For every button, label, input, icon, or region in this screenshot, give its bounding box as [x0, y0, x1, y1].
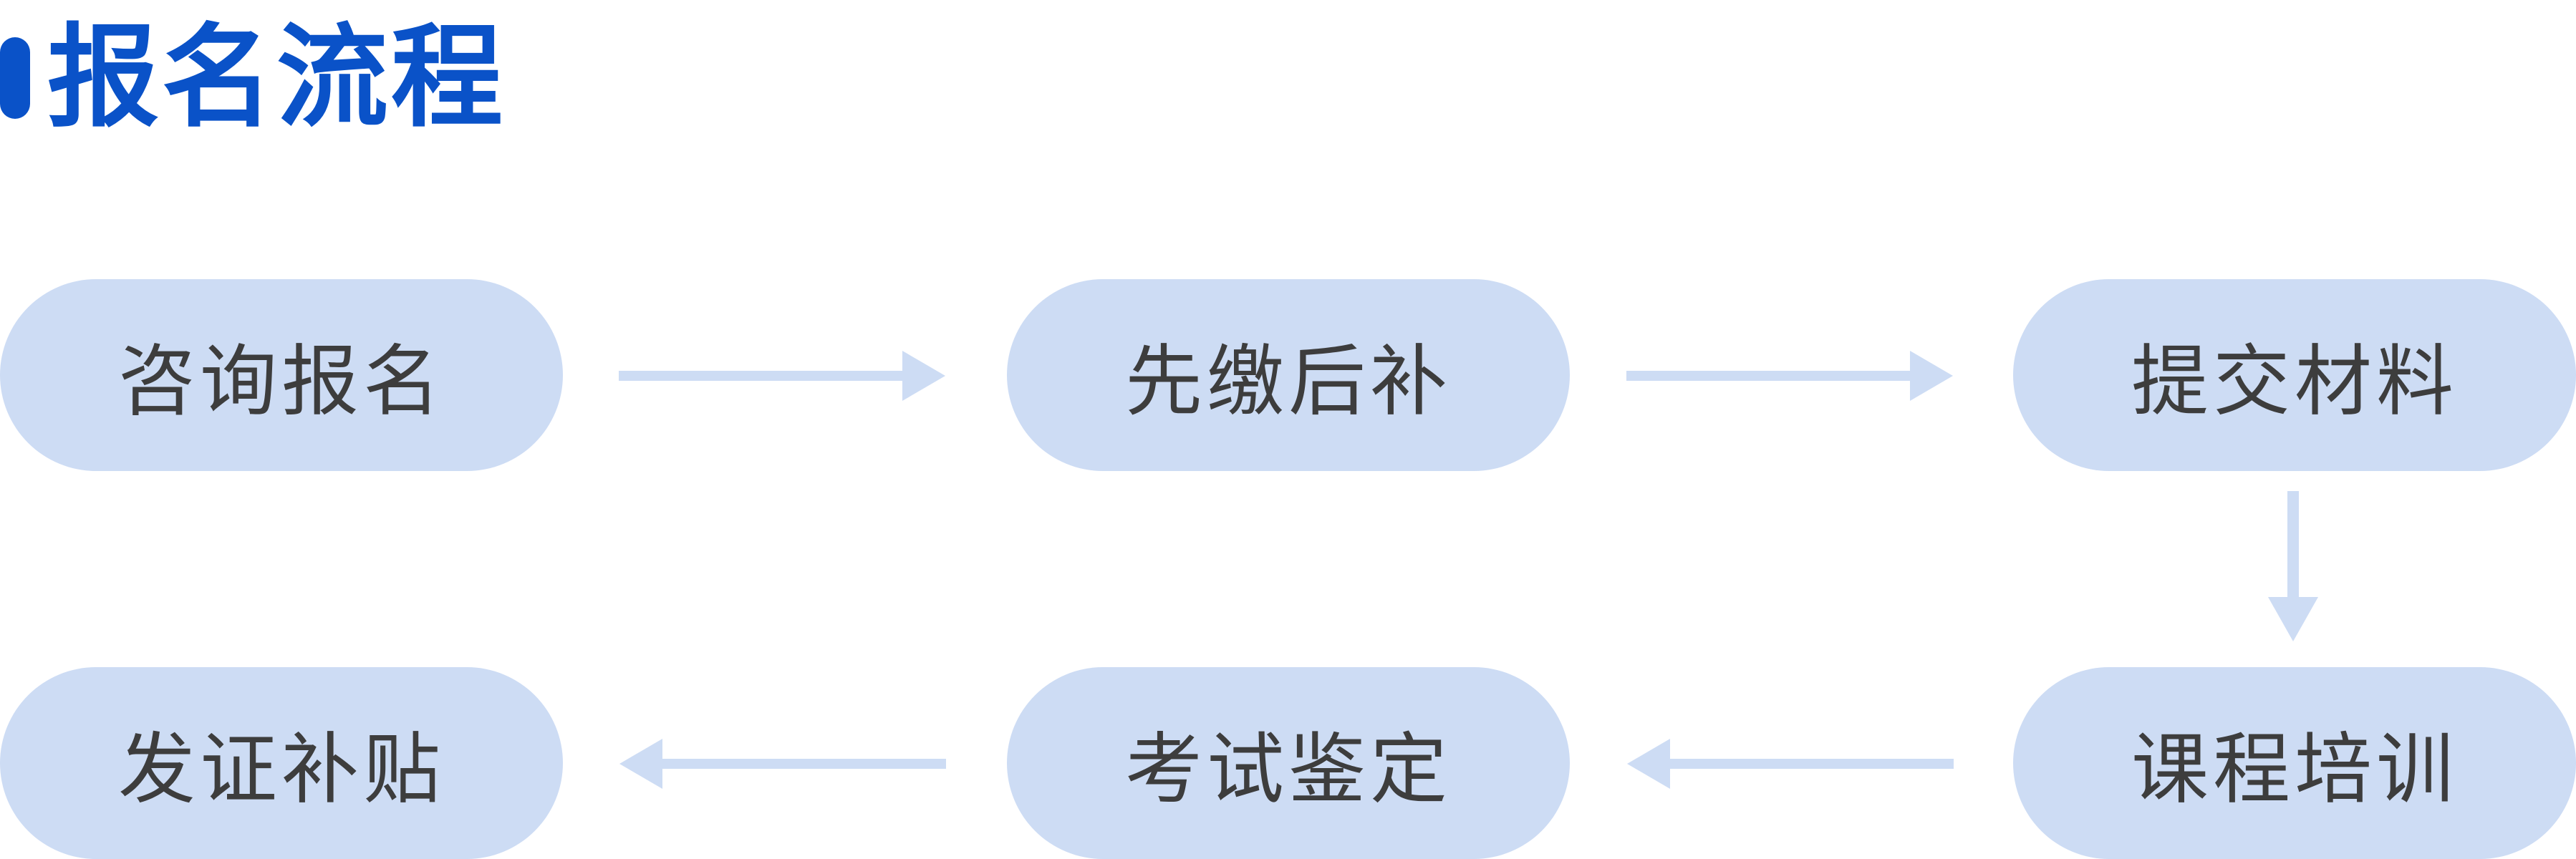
arrow-right: [619, 351, 945, 401]
arrow-left: [619, 739, 946, 789]
title-accent-bar: [0, 37, 30, 119]
step-label: 考试鉴定: [1124, 725, 1452, 815]
step-label: 提交材料: [2131, 337, 2458, 427]
step-label: 课程培训: [2131, 725, 2458, 815]
step-course-training: 课程培训: [2013, 667, 2576, 859]
step-consult-register: 咨询报名: [0, 279, 563, 471]
step-exam-appraisal: 考试鉴定: [1007, 667, 1570, 859]
arrow-left: [1627, 739, 1954, 789]
step-label: 先缴后补: [1124, 337, 1452, 427]
step-label: 发证补贴: [117, 725, 445, 815]
arrow-down: [2268, 491, 2318, 641]
step-certificate-subsidy: 发证补贴: [0, 667, 563, 859]
page-title: 报名流程: [47, 12, 506, 142]
step-label: 咨询报名: [117, 337, 445, 427]
arrow-right: [1626, 351, 1953, 401]
step-pay-first: 先缴后补: [1007, 279, 1570, 471]
step-submit-materials: 提交材料: [2013, 279, 2576, 471]
